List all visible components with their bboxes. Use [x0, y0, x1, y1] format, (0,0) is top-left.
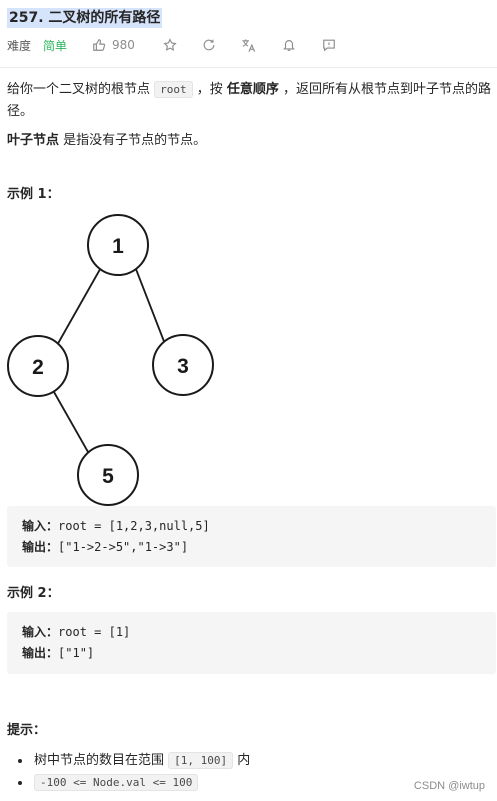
bold-leaf-node: 叶子节点	[7, 133, 60, 148]
example2-output: ["1"]	[58, 646, 95, 660]
example1-code-block: 输入：root = [1,2,3,null,5] 输出：["1->2->5","…	[7, 506, 496, 567]
example2-input-line: 输入：root = [1]	[22, 622, 481, 643]
tree-node-label-5: 5	[102, 465, 114, 488]
inline-code-root: root	[154, 81, 193, 98]
input-label: 输入：	[22, 519, 59, 533]
problem-title: 257. 二叉树的所有路径	[7, 8, 163, 28]
example2-heading: 示例 2：	[7, 586, 60, 601]
description-text: ，按	[192, 82, 227, 97]
header-divider	[0, 67, 497, 68]
constraint-code: [1, 100]	[168, 752, 234, 769]
problem-meta: 难度 简单 980	[7, 36, 337, 54]
example1-input-line: 输入：root = [1,2,3,null,5]	[22, 516, 481, 537]
constraints-list: 树中节点的数目在范围 [1, 100] 内 -100 <= Node.val <…	[32, 750, 250, 794]
bell-icon[interactable]	[281, 37, 297, 53]
star-icon[interactable]	[162, 37, 178, 53]
constraint-item: 树中节点的数目在范围 [1, 100] 内	[32, 750, 250, 772]
difficulty-value: 简单	[43, 38, 68, 53]
leaf-definition-text: 是指没有子节点的节点。	[59, 133, 207, 148]
constraint-code: -100 <= Node.val <= 100	[34, 774, 199, 791]
binary-tree-diagram: 1 2 3 5	[7, 214, 214, 506]
leaf-definition: 叶子节点 是指没有子节点的节点。	[7, 130, 206, 152]
tree-node-2	[7, 335, 69, 397]
description-text: 径。	[7, 104, 34, 119]
constraint-item: -100 <= Node.val <= 100	[32, 772, 250, 794]
tree-edge-1-2	[55, 263, 104, 348]
example2-output-line: 输出：["1"]	[22, 643, 481, 664]
tree-edge-2-5	[49, 384, 93, 460]
tree-node-label-1: 1	[112, 235, 124, 258]
example1-output: ["1->2->5","1->3"]	[58, 540, 189, 554]
input-label: 输入：	[22, 625, 59, 639]
bold-any-order: 任意顺序	[226, 82, 279, 97]
example2-input: root = [1]	[58, 625, 131, 639]
description-paragraph: 给你一个二叉树的根节点 root ，按 任意顺序 ，返回所有从根节点到叶子节点的…	[7, 79, 492, 123]
example1-heading: 示例 1：	[7, 187, 60, 202]
tree-node-3	[152, 334, 214, 396]
example2-code-block: 输入：root = [1] 输出：["1"]	[7, 612, 496, 674]
tree-node-label-3: 3	[177, 355, 189, 378]
description-text: 给你一个二叉树的根节点	[7, 82, 155, 97]
comment-icon[interactable]	[321, 37, 337, 53]
tree-edge-1-3	[133, 263, 166, 345]
tree-node-5	[77, 444, 139, 506]
difficulty-label: 难度	[7, 38, 32, 53]
tree-node-1	[87, 214, 149, 276]
output-label: 输出：	[22, 540, 59, 554]
thumb-up-icon[interactable]	[91, 37, 107, 53]
output-label: 输出：	[22, 646, 59, 660]
description-text: ，返回所有从根节点到叶子节点的路	[278, 82, 492, 97]
like-count: 980	[112, 38, 135, 52]
translate-icon[interactable]	[241, 37, 257, 53]
constraints-heading: 提示：	[7, 723, 47, 738]
refresh-icon[interactable]	[201, 37, 217, 53]
example1-input: root = [1,2,3,null,5]	[58, 519, 210, 533]
tree-node-label-2: 2	[32, 356, 44, 379]
constraint-text: 树中节点的数目在范围	[34, 753, 169, 768]
example1-output-line: 输出：["1->2->5","1->3"]	[22, 537, 481, 558]
watermark: CSDN @iwtup	[413, 780, 485, 792]
constraint-text: 内	[233, 753, 251, 768]
